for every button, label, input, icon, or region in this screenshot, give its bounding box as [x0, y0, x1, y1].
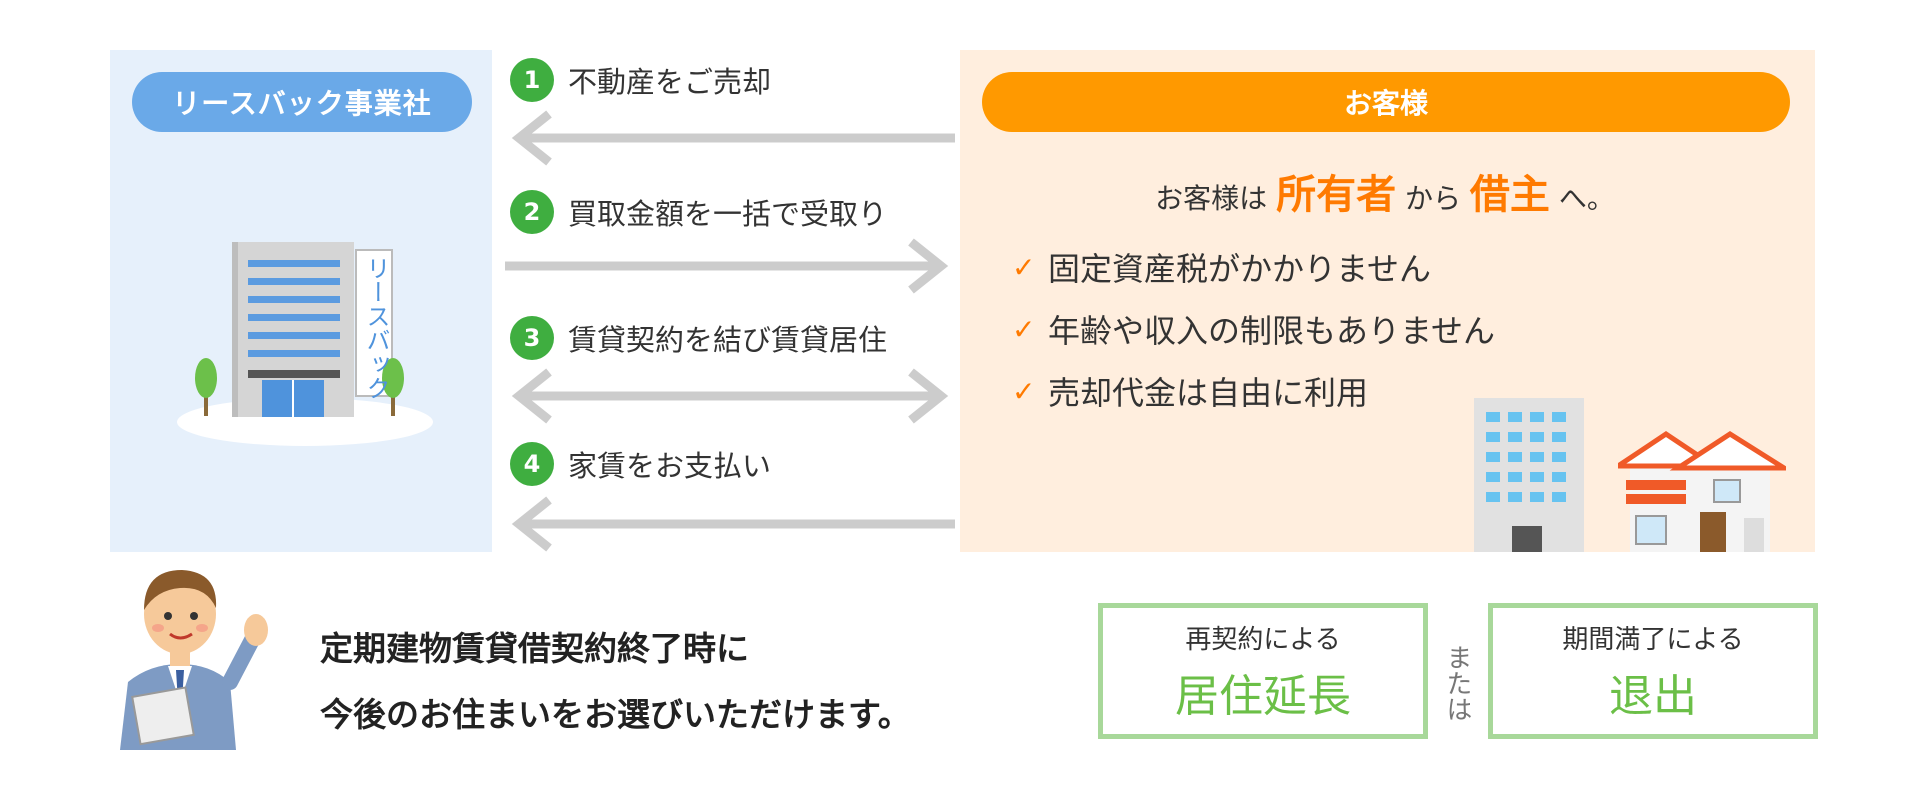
option-caption: 再契約による — [1185, 624, 1341, 655]
summary-prefix: お客様は — [1155, 182, 1268, 215]
arrow-left-icon — [511, 110, 955, 166]
step-label: 不動産をご売却 — [568, 65, 772, 99]
step-number-badge: 3 — [510, 316, 554, 360]
step-label: 買取金額を一括で受取り — [568, 197, 888, 231]
option-title: 退出 — [1609, 670, 1697, 722]
office-building-icon — [177, 242, 433, 446]
building-sign: リースバック — [362, 256, 390, 400]
or-text: または — [1442, 644, 1472, 722]
customer-summary: お客様は 所有者 から 借主 へ。 — [980, 162, 1790, 220]
step-1: 1 不動産をご売却 — [510, 56, 771, 104]
option-extend-residence: 再契約による 居住延長 — [1098, 603, 1428, 739]
step-label: 家賃をお支払い — [568, 449, 772, 483]
customer-label: お客様 — [982, 72, 1790, 132]
step-label: 賃貸契約を結び賃貸居住 — [568, 323, 888, 357]
benefit-text: 固定資産税がかかりません — [1048, 250, 1432, 288]
businessman-icon — [120, 570, 268, 750]
option-title: 居住延長 — [1175, 670, 1351, 722]
benefit-text: 売却代金は自由に利用 — [1048, 374, 1369, 412]
summary-to-word: 借主 — [1469, 172, 1550, 218]
apartment-tower-icon — [1474, 398, 1584, 552]
step-number-badge: 1 — [510, 58, 554, 102]
benefit-text: 年齢や収入の制限もありません — [1048, 312, 1496, 350]
step-number-badge: 4 — [510, 442, 554, 486]
bottom-message-line2: 今後のお住まいをお選びいただけます。 — [320, 695, 911, 734]
arrow-both-icon — [511, 368, 949, 424]
step-3: 3 賃貸契約を結び賃貸居住 — [510, 314, 887, 362]
bottom-message-line1: 定期建物賃貸借契約終了時に — [320, 629, 749, 668]
house-icon — [1618, 430, 1786, 552]
company-label: リースバック事業社 — [132, 72, 472, 132]
arrow-right-icon — [505, 238, 949, 294]
benefit-item: ✓ 年齢や収入の制限もありません — [1012, 306, 1495, 352]
summary-middle: から — [1404, 182, 1461, 215]
summary-suffix: へ。 — [1558, 182, 1615, 215]
check-icon: ✓ — [1012, 312, 1036, 346]
check-icon: ✓ — [1012, 250, 1036, 284]
step-4: 4 家賃をお支払い — [510, 440, 771, 488]
step-2: 2 買取金額を一括で受取り — [510, 188, 887, 236]
option-caption: 期間満了による — [1562, 624, 1744, 655]
arrow-left-icon — [511, 496, 955, 552]
check-icon: ✓ — [1012, 374, 1036, 408]
summary-from-word: 所有者 — [1276, 172, 1397, 218]
option-move-out: 期間満了による 退出 — [1488, 603, 1818, 739]
step-number-badge: 2 — [510, 190, 554, 234]
benefit-item: ✓ 売却代金は自由に利用 — [1012, 368, 1368, 414]
benefit-item: ✓ 固定資産税がかかりません — [1012, 244, 1431, 290]
